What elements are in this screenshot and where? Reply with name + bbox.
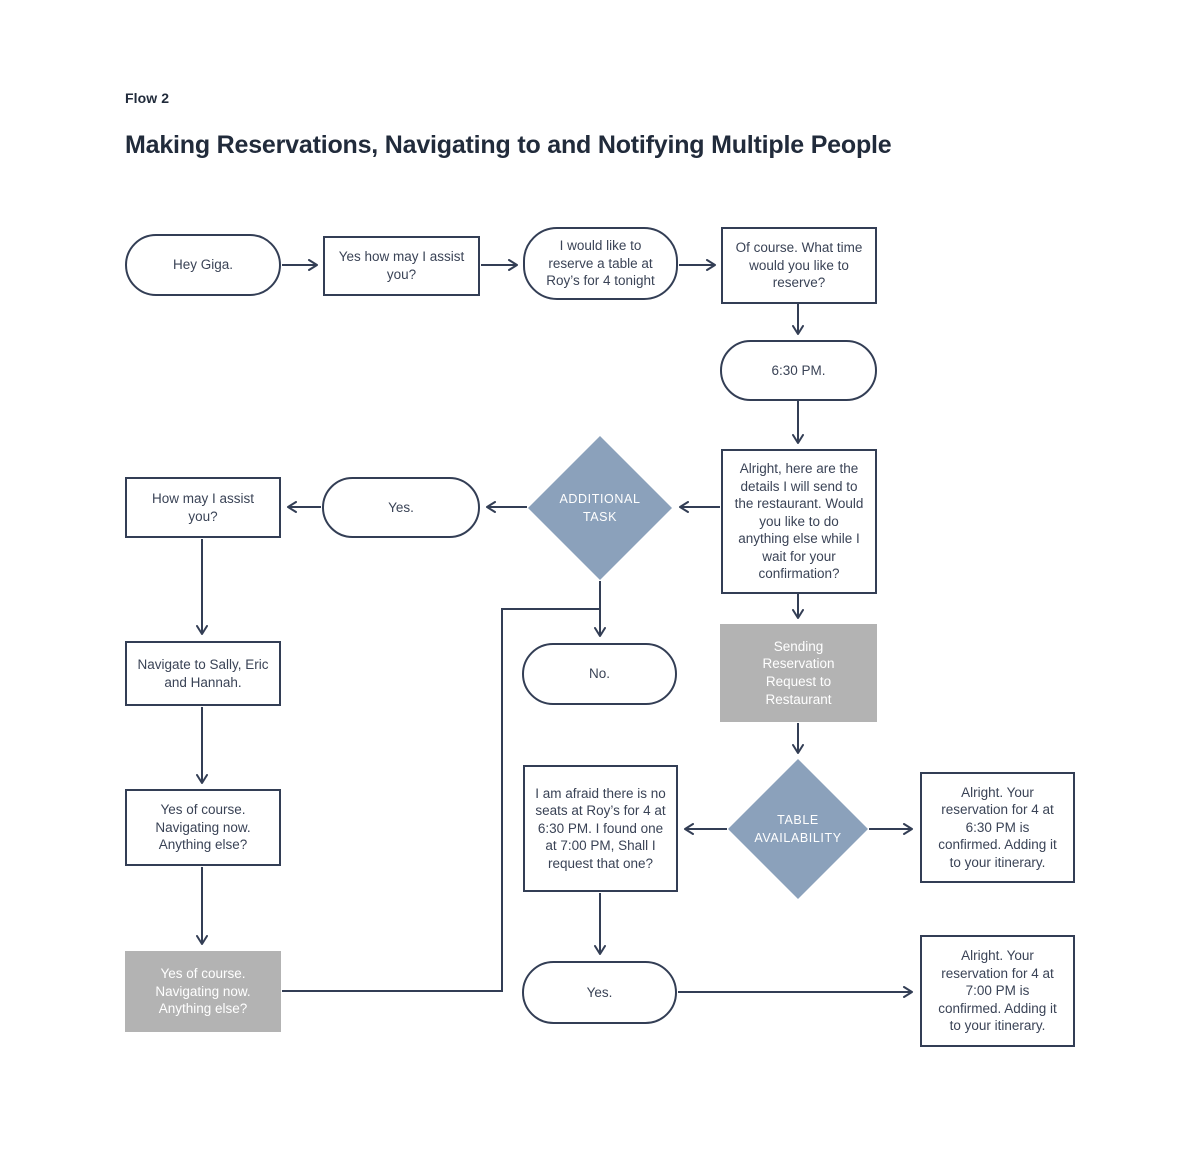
node-sending-request: Sending Reservation Request to Restauran… — [720, 624, 877, 722]
node-yes-bottom-label: Yes. — [586, 984, 613, 1000]
node-hey-giga: Hey Giga. — [125, 234, 281, 296]
node-time-630: 6:30 PM. — [720, 340, 877, 401]
node-details-confirm: Alright, here are the details I will sen… — [721, 449, 877, 594]
decision-table-availability-label: TABLE AVAILABILITY — [754, 812, 842, 845]
node-time-630-label: 6:30 PM. — [771, 362, 826, 378]
node-what-time-label: Of course. What time would you like to r… — [735, 240, 863, 291]
page-title: Making Reservations, Navigating to and N… — [125, 131, 892, 159]
node-assist-first: Yes how may I assist you? — [323, 236, 480, 296]
node-details-confirm-label: Alright, here are the details I will sen… — [734, 461, 864, 582]
node-how-assist-label: How may I assist you? — [151, 490, 255, 524]
node-confirmed-630: Alright. Your reservation for 4 at 6:30 … — [920, 772, 1075, 883]
node-no-mid-label: No. — [588, 666, 610, 682]
node-no-seats: I am afraid there is no seats at Roy’s f… — [523, 765, 678, 892]
node-navigating-now-label: Yes of course. Navigating now. Anything … — [155, 802, 251, 853]
node-confirmed-630-label: Alright. Your reservation for 4 at 6:30 … — [938, 784, 1057, 870]
node-confirmed-700: Alright. Your reservation for 4 at 7:00 … — [920, 935, 1075, 1047]
node-assist-first-label: Yes how may I assist you? — [338, 249, 465, 282]
node-navigating-now: Yes of course. Navigating now. Anything … — [125, 789, 281, 866]
decision-additional-task-label: ADDITIONAL TASK — [559, 491, 641, 524]
decision-table-availability: TABLE AVAILABILITY — [728, 759, 868, 899]
node-yes-bottom: Yes. — [522, 961, 677, 1024]
node-navigating-now-state: Yes of course. Navigating now. Anything … — [125, 951, 281, 1032]
decision-additional-task: ADDITIONAL TASK — [528, 436, 672, 580]
flow-label: Flow 2 — [125, 90, 170, 106]
node-sending-request-label: Sending Reservation Request to Restauran… — [762, 638, 835, 707]
node-hey-giga-label: Hey Giga. — [172, 257, 234, 273]
node-navigate-people: Navigate to Sally, Eric and Hannah. — [125, 641, 281, 706]
node-reserve-request: I would like to reserve a table at Roy’s… — [523, 227, 678, 300]
node-navigate-people-label: Navigate to Sally, Eric and Hannah. — [137, 656, 269, 690]
node-no-mid: No. — [522, 643, 677, 705]
node-no-seats-label: I am afraid there is no seats at Roy’s f… — [535, 785, 666, 871]
node-confirmed-700-label: Alright. Your reservation for 4 at 7:00 … — [938, 948, 1057, 1034]
node-reserve-request-label: I would like to reserve a table at Roy’s… — [546, 238, 655, 289]
node-yes-mid: Yes. — [322, 477, 480, 538]
node-navigating-now-state-label: Yes of course. Navigating now. Anything … — [155, 966, 251, 1017]
node-how-assist: How may I assist you? — [125, 477, 281, 538]
node-yes-mid-label: Yes. — [388, 499, 414, 515]
node-what-time: Of course. What time would you like to r… — [721, 227, 877, 304]
